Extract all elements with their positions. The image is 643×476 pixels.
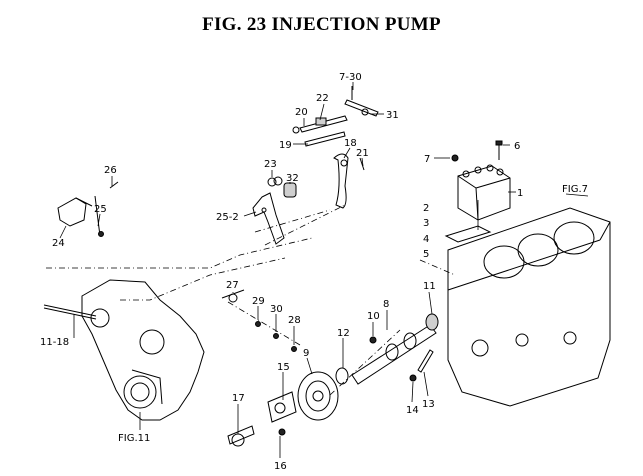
callout-14: 14 [406, 405, 419, 416]
injection-pump-body [444, 140, 511, 243]
callout-9: 9 [303, 348, 309, 359]
callout-16: 16 [274, 461, 287, 472]
callout-24: 24 [52, 238, 65, 249]
callout-17: 17 [232, 393, 245, 404]
callout-12: 12 [337, 328, 350, 339]
callout-3: 3 [423, 218, 429, 229]
callout-23: 23 [264, 159, 277, 170]
callout-26: 26 [104, 165, 117, 176]
callout-8: 8 [383, 299, 389, 310]
callout-19: 19 [279, 140, 292, 151]
callout-5: 5 [423, 249, 429, 260]
governor-linkage [252, 86, 379, 245]
gear-case-housing [43, 279, 205, 421]
callout-4: 4 [423, 234, 429, 245]
camshaft-assembly [221, 289, 439, 447]
leader-lines [59, 82, 589, 458]
callout-18: 18 [344, 138, 357, 149]
cylinder-block [447, 207, 611, 407]
callout-30: 30 [270, 304, 283, 315]
callout-20: 20 [295, 107, 308, 118]
callout-28: 28 [288, 315, 301, 326]
callout-7: 7 [424, 154, 430, 165]
figure-title: FIG. 23 INJECTION PUMP [202, 14, 441, 35]
callout-32: 32 [286, 173, 299, 184]
callout-10: 10 [367, 311, 380, 322]
callout-1: 1 [517, 188, 523, 199]
callout-27: 27 [226, 280, 239, 291]
callout-11: 11 [423, 281, 436, 292]
callout-6: 6 [514, 141, 520, 152]
callout-25: 25 [94, 204, 107, 215]
callout-fig7: FIG.7 [562, 184, 588, 195]
callout-25-2: 25-2 [216, 212, 239, 223]
callout-15: 15 [277, 362, 290, 373]
callout-7-30: 7-30 [339, 72, 362, 83]
callout-31: 31 [386, 110, 399, 121]
callout-labels: 7-30 31 22 20 19 18 21 23 32 25-2 26 25 … [40, 72, 588, 472]
callout-22: 22 [316, 93, 329, 104]
callout-fig11: FIG.11 [118, 433, 150, 444]
callout-21: 21 [356, 148, 369, 159]
callout-13: 13 [422, 399, 435, 410]
callout-11-18: 11-18 [40, 337, 69, 348]
callout-29: 29 [252, 296, 265, 307]
assembly-chain-lines [46, 204, 456, 396]
callout-2: 2 [423, 203, 429, 214]
bracket-assembly [57, 181, 119, 237]
